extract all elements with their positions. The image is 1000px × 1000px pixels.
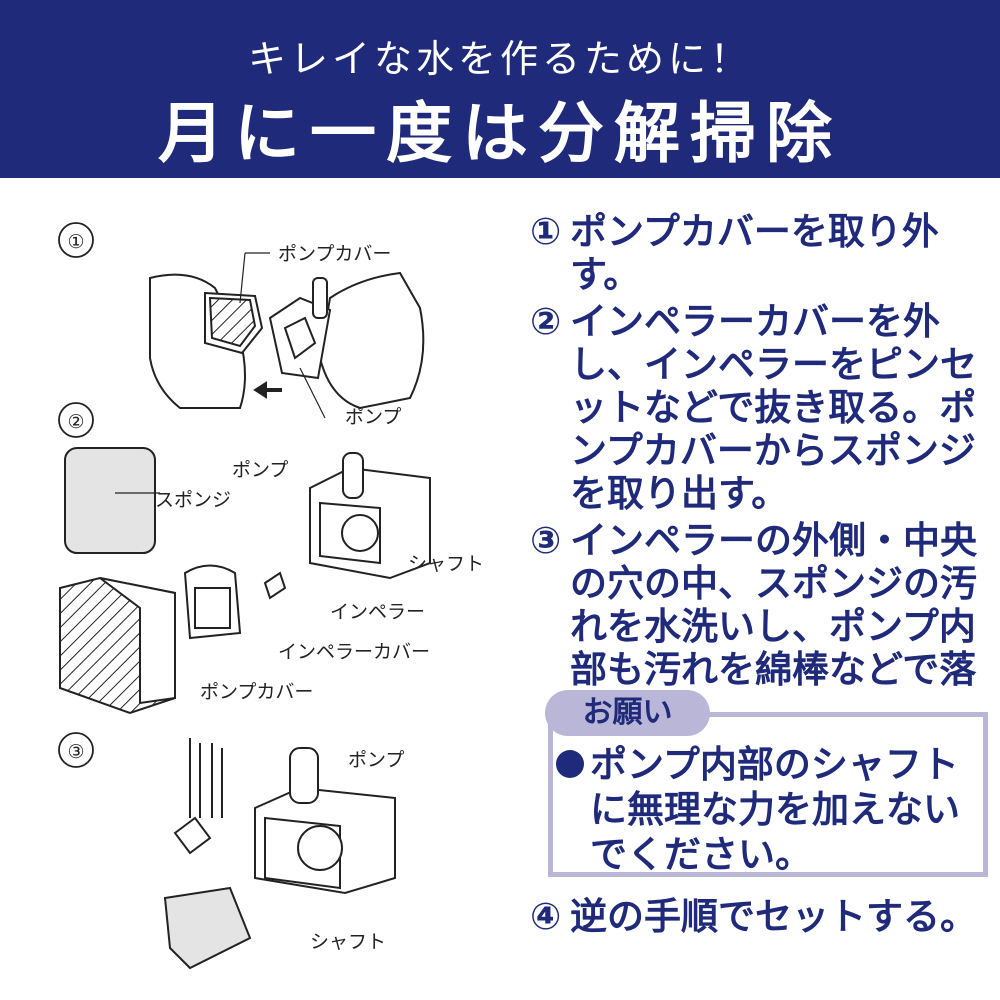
notice-title: お願い (545, 690, 710, 736)
step2-label-impeller: インペラー (330, 601, 425, 623)
step1-mark: ① (530, 210, 562, 253)
step3-number: ③ (67, 741, 84, 763)
instruction-step-2: ② インペラーカバーを外し、インペラーをピンセットなどで抜き取る。ポンプカバーか… (530, 300, 990, 515)
instruction-step-1: ① ポンプカバーを取り外す。 (530, 210, 990, 296)
step2-label-shaft: シャフト (408, 553, 484, 575)
step2-mark: ② (530, 300, 562, 343)
step2-label-pump: ポンプ (232, 459, 288, 481)
step1-circle (58, 222, 94, 258)
step3-circle (58, 732, 94, 768)
step3-cleaning-drawing (163, 738, 396, 970)
notice-box (548, 712, 988, 877)
header-title: 月に一度は分解掃除 (158, 95, 842, 172)
step2-label-impeller-cover: インペラーカバー (278, 641, 430, 663)
step1-text: ポンプカバーを取り外す。 (570, 210, 939, 296)
step1-hands-drawing (149, 271, 425, 410)
step3-label-shaft: シャフト (310, 931, 386, 953)
step1-number: ① (67, 231, 84, 253)
step2-circle (58, 402, 94, 438)
instruction-list: ① ポンプカバーを取り外す。 ② インペラーカバーを外し、インペラーをピンセット… (530, 210, 990, 738)
step2-label-pump-cover: ポンプカバー (200, 681, 313, 703)
instruction-step-4: ④ 逆の手順でセットする。 (530, 895, 990, 938)
step2-number: ② (67, 411, 84, 433)
header-subtitle: キレイな水を作るために！ (247, 37, 752, 81)
step1-label-pump: ポンプ (345, 406, 401, 428)
step3-mark: ③ (530, 519, 562, 562)
step3-label-pump: ポンプ (348, 749, 404, 771)
notice-text-block: ポンプ内部のシャフトに無理な力を加えないでください。 (556, 742, 976, 877)
step4-text: 逆の手順でセットする。 (570, 895, 977, 938)
header-banner: キレイな水を作るために！ 月に一度は分解掃除 (0, 0, 1000, 178)
disassembly-illustration: ① ポンプカバー ポンプ ② スポンジ ポンプ シャフト インペラー インペラー… (58, 222, 484, 970)
step2-label-sponge: スポンジ (155, 489, 231, 511)
step2-parts-drawing (59, 447, 431, 715)
step1-label-cover: ポンプカバー (278, 243, 391, 265)
bullet-icon (556, 750, 584, 778)
notice-text: ポンプ内部のシャフトに無理な力を加えないでください。 (590, 743, 960, 876)
step4-mark: ④ (530, 895, 562, 938)
step2-text: インペラーカバーを外し、インペラーをピンセットなどで抜き取る。ポンプカバーからス… (570, 300, 977, 515)
